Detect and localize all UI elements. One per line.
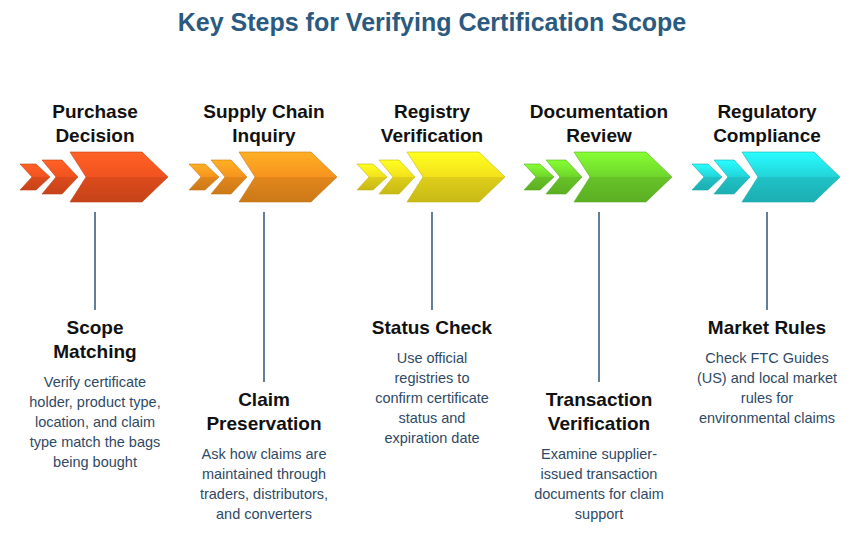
step-detail: Transaction VerificationExamine supplier…	[514, 388, 684, 524]
detail-heading: Claim Preservation	[189, 388, 339, 436]
chevron-segment	[20, 164, 50, 190]
detail-description: Use official registries to confirm certi…	[369, 348, 495, 448]
detail-description: Check FTC Guides (US) and local market r…	[695, 348, 839, 428]
step-heading: Registry Verification	[357, 76, 507, 148]
chevron-arrow	[692, 148, 842, 206]
detail-heading: Transaction Verification	[524, 388, 674, 436]
leader-line	[598, 212, 600, 382]
step-heading: Supply Chain Inquiry	[189, 76, 339, 148]
chevron-segment	[714, 160, 750, 194]
step-arrow: Purchase Decision	[10, 76, 180, 206]
step-detail: Market RulesCheck FTC Guides (US) and lo…	[682, 316, 852, 428]
chevron-segment	[742, 152, 840, 202]
step-arrow: Supply Chain Inquiry	[179, 76, 349, 206]
leader-line	[431, 212, 433, 310]
chevron-arrow	[20, 148, 170, 206]
step-heading: Regulatory Compliance	[692, 76, 842, 148]
chevron-segment	[357, 164, 387, 190]
step-arrow: Registry Verification	[347, 76, 517, 206]
chevron-segment	[70, 152, 168, 202]
chevron-segment	[379, 160, 415, 194]
step-arrow: Regulatory Compliance	[682, 76, 852, 206]
step-heading: Purchase Decision	[20, 76, 170, 148]
chevron-segment	[546, 160, 582, 194]
detail-heading: Scope Matching	[40, 316, 150, 364]
chevron-arrow	[357, 148, 507, 206]
detail-description: Examine supplier-issued transaction docu…	[529, 444, 669, 524]
leader-line	[94, 212, 96, 310]
leader-line	[263, 212, 265, 382]
chevron-segment	[239, 152, 337, 202]
detail-heading: Status Check	[352, 316, 512, 340]
step-detail: Scope MatchingVerify certificate holder,…	[10, 316, 180, 472]
detail-description: Verify certificate holder, product type,…	[25, 372, 165, 472]
step-detail: Claim PreservationAsk how claims are mai…	[179, 388, 349, 524]
step-detail: Status CheckUse official registries to c…	[347, 316, 517, 448]
chevron-arrow	[524, 148, 674, 206]
step-arrow: Documentation Review	[514, 76, 684, 206]
step-heading: Documentation Review	[524, 76, 674, 148]
detail-heading: Market Rules	[687, 316, 847, 340]
detail-description: Ask how claims are maintained through tr…	[194, 444, 334, 524]
chevron-segment	[574, 152, 672, 202]
diagram-title: Key Steps for Verifying Certification Sc…	[0, 8, 864, 37]
chevron-segment	[189, 164, 219, 190]
chevron-segment	[42, 160, 78, 194]
chevron-segment	[211, 160, 247, 194]
chevron-segment	[692, 164, 722, 190]
leader-line	[766, 212, 768, 310]
chevron-arrow	[189, 148, 339, 206]
chevron-segment	[524, 164, 554, 190]
chevron-segment	[407, 152, 505, 202]
